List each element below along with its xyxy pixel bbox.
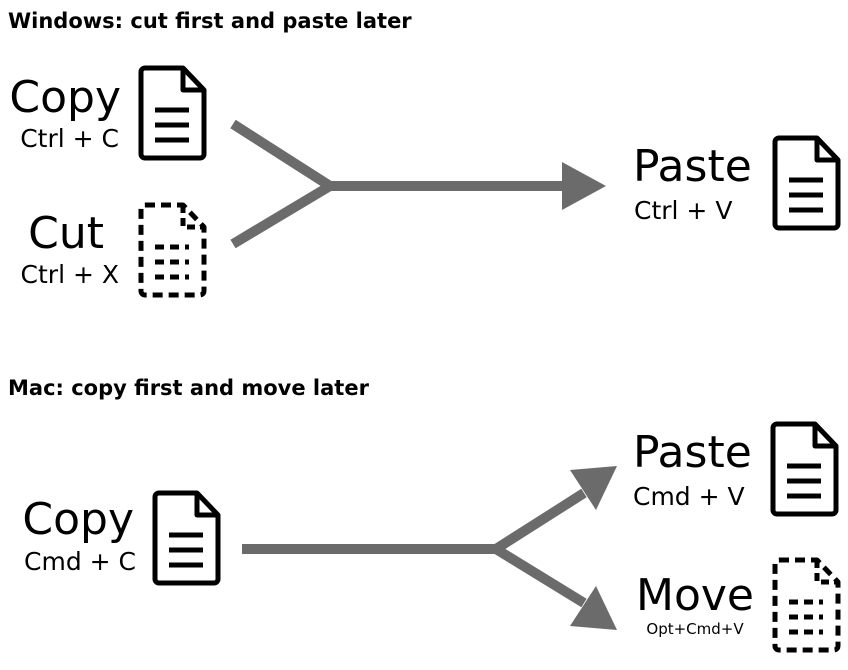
document-icon xyxy=(770,421,839,517)
windows-paste-label: Paste xyxy=(633,141,752,192)
mac-copy-shortcut: Cmd + C xyxy=(24,547,136,576)
mac-arrowhead-move xyxy=(570,586,617,630)
mac-paste-label: Paste xyxy=(633,427,752,478)
mac-move-shortcut: Opt+Cmd+V xyxy=(646,620,744,638)
windows-paste-shortcut: Ctrl + V xyxy=(634,196,733,225)
windows-arrowhead xyxy=(562,162,606,210)
mac-arrowhead-paste xyxy=(570,466,617,510)
mac-split-arrow xyxy=(242,488,587,608)
document-icon xyxy=(138,65,207,161)
mac-move-label: Move xyxy=(636,570,754,621)
windows-copy-shortcut: Ctrl + C xyxy=(20,124,119,153)
windows-heading: Windows: cut first and paste later xyxy=(8,9,412,33)
windows-merge-arrow xyxy=(230,119,568,249)
document-icon xyxy=(152,490,221,586)
document-icon xyxy=(772,135,841,231)
mac-paste-shortcut: Cmd + V xyxy=(633,482,745,511)
windows-cut-label: Cut xyxy=(28,208,104,259)
mac-copy-label: Copy xyxy=(22,494,134,545)
dashed-document-icon xyxy=(138,202,207,298)
windows-copy-label: Copy xyxy=(9,72,121,123)
windows-cut-shortcut: Ctrl + X xyxy=(20,260,119,289)
mac-heading: Mac: copy first and move later xyxy=(8,376,369,400)
dashed-document-icon xyxy=(772,557,841,653)
